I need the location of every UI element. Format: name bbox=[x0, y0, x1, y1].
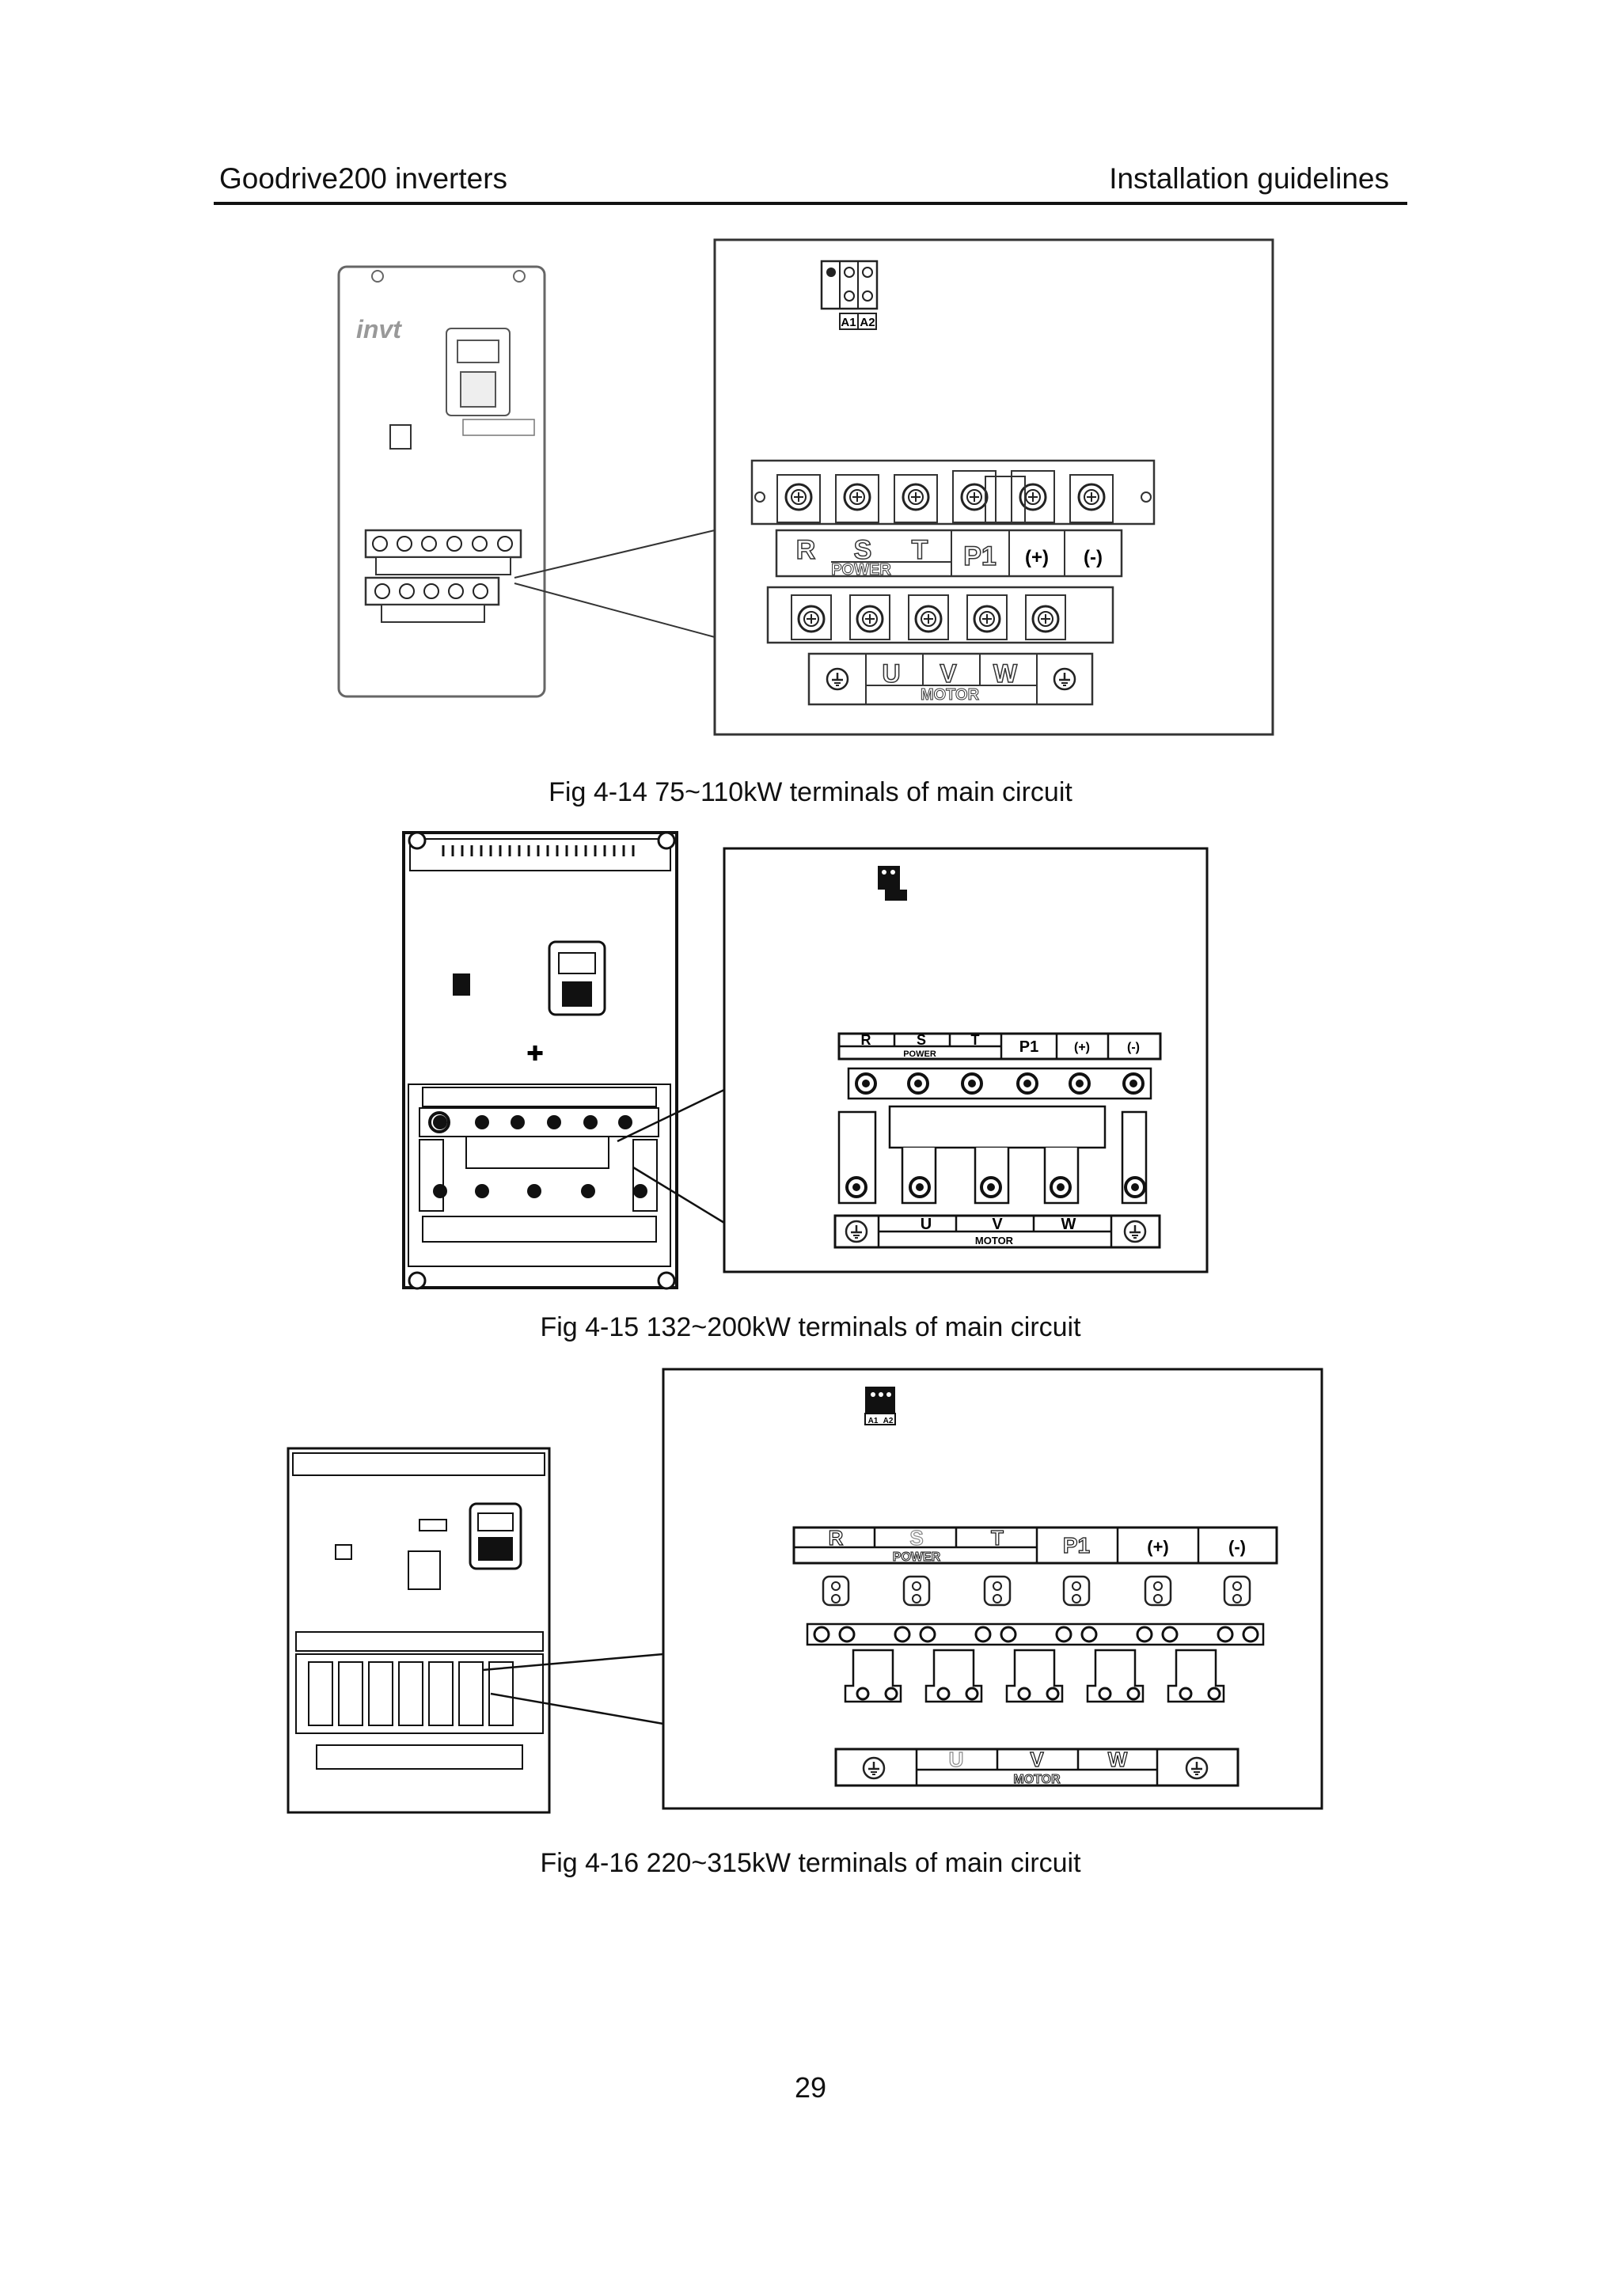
fig15-ground-icon-right bbox=[1123, 1220, 1147, 1243]
fig14-motor-label: MOTOR bbox=[921, 686, 980, 704]
fig14-terminal-p1: P1 bbox=[963, 541, 997, 571]
fig14-terminal-plus: (+) bbox=[1025, 547, 1049, 568]
fig16-ground-icon-right bbox=[1185, 1756, 1209, 1780]
fig14-relay-label-a1: A1 bbox=[841, 316, 856, 329]
fig16-relay-label-a2: A2 bbox=[883, 1417, 894, 1425]
svg-text:✚: ✚ bbox=[526, 1042, 544, 1065]
running-header-right: Installation guidelines bbox=[1109, 162, 1389, 195]
fig16-relay-terminal: A1 A2 bbox=[864, 1387, 896, 1425]
fig14-power-terminal-block: R S T P1 (+) (-) POWER bbox=[750, 459, 1156, 579]
fig14-terminal-r: R bbox=[796, 535, 816, 565]
figure-caption: Fig 4-15 132~200kW terminals of main cir… bbox=[540, 1312, 1081, 1342]
fig15-power-label: POWER bbox=[903, 1049, 936, 1059]
fig14-ground-icon-right bbox=[1053, 667, 1076, 691]
fig16-inverter-body bbox=[287, 1447, 551, 1814]
fig16-motor-label: MOTOR bbox=[1013, 1773, 1061, 1786]
fig14-inverter-body: invt bbox=[337, 265, 546, 698]
figure-caption: Fig 4-16 220~315kW terminals of main cir… bbox=[540, 1848, 1081, 1878]
fig14-relay-label-a2: A2 bbox=[860, 316, 875, 329]
fig15-relay-terminal bbox=[878, 866, 907, 901]
fig16-terminal-v: V bbox=[1030, 1748, 1044, 1771]
fig15-terminal-s: S bbox=[917, 1032, 926, 1048]
fig16-relay-label-a1: A1 bbox=[868, 1417, 879, 1425]
fig16-motor-terminal-block: U V W MOTOR bbox=[834, 1747, 1239, 1787]
fig16-power-label: POWER bbox=[893, 1550, 941, 1564]
fig14-terminal-u: U bbox=[882, 659, 900, 688]
fig16-terminal-w: W bbox=[1108, 1748, 1128, 1771]
fig15-terminal-minus: (-) bbox=[1127, 1041, 1140, 1054]
fig16-terminal-t: T bbox=[991, 1526, 1004, 1550]
fig14-relay-terminal: A1 A2 bbox=[820, 260, 879, 330]
fig15-power-terminal-block: R S T P1 (+) (-) POWER bbox=[837, 1032, 1162, 1100]
page-number: 29 bbox=[794, 2071, 827, 2104]
fig16-terminal-p1: P1 bbox=[1063, 1533, 1090, 1558]
fig15-terminal-r: R bbox=[861, 1032, 871, 1048]
fig14-motor-terminal-block: U V W MOTOR bbox=[766, 586, 1114, 706]
fig16-terminal-s: S bbox=[909, 1526, 923, 1550]
fig15-terminal-p1: P1 bbox=[1019, 1038, 1038, 1056]
fig15-inverter-body: ✚ bbox=[402, 831, 678, 1290]
header-rule bbox=[214, 202, 1407, 205]
fig15-terminal-t: T bbox=[971, 1032, 980, 1048]
fig16-terminal-plus: (+) bbox=[1147, 1537, 1169, 1557]
fig15-terminal-v: V bbox=[992, 1216, 1003, 1233]
fig16-power-terminal-block: R S T P1 (+) (-) POWER bbox=[792, 1525, 1278, 1565]
fig14-terminal-w: W bbox=[993, 659, 1018, 688]
fig14-terminal-s: S bbox=[854, 535, 872, 565]
fig14-ground-icon-left bbox=[826, 667, 849, 691]
fig16-terminal-u: U bbox=[949, 1748, 964, 1771]
fig16-ground-icon-left bbox=[862, 1756, 886, 1780]
fig15-terminal-u: U bbox=[921, 1216, 932, 1233]
fig15-motor-label: MOTOR bbox=[975, 1235, 1014, 1247]
fig16-busbar-lugs bbox=[806, 1575, 1265, 1703]
fig14-terminal-v: V bbox=[940, 659, 957, 688]
fig15-terminal-plus: (+) bbox=[1074, 1041, 1090, 1054]
fig15-terminal-w: W bbox=[1061, 1216, 1076, 1233]
running-header-left: Goodrive200 inverters bbox=[219, 162, 508, 195]
figure-caption: Fig 4-14 75~110kW terminals of main circ… bbox=[549, 777, 1072, 807]
fig16-terminal-minus: (-) bbox=[1228, 1537, 1246, 1557]
fig16-terminal-r: R bbox=[829, 1526, 844, 1550]
fig14-power-label: POWER bbox=[831, 561, 891, 579]
fig14-terminal-minus: (-) bbox=[1084, 547, 1103, 568]
fig14-logo: invt bbox=[356, 315, 402, 343]
fig15-busbar-and-motor-block: U V W MOTOR bbox=[833, 1105, 1161, 1249]
fig15-ground-icon-left bbox=[845, 1220, 868, 1243]
fig14-terminal-t: T bbox=[912, 535, 928, 565]
